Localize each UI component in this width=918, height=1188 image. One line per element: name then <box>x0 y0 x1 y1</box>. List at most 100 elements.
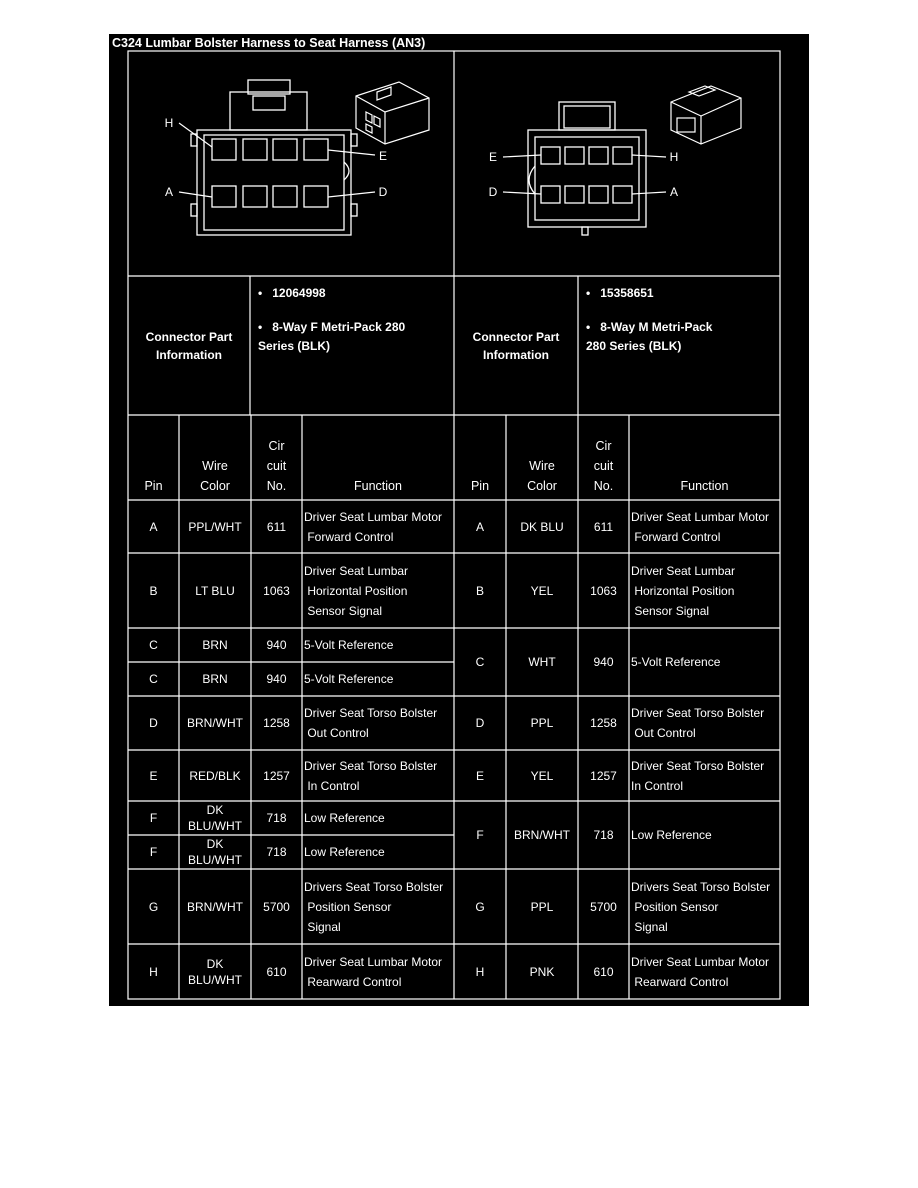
header-pin-right: Pin <box>470 479 490 493</box>
right-circuit-cell: 940 <box>593 655 614 669</box>
right-wire-color-cell: PNK <box>529 964 555 979</box>
table-grid <box>127 50 781 1000</box>
left-function-cell: 5-Volt Reference <box>304 672 394 686</box>
right-pin-cell: D <box>475 716 485 730</box>
right-function-cell: Driver Seat Torso Bolster Out Control <box>631 706 765 740</box>
left-pin-leaders <box>178 122 376 198</box>
left-label-e: E <box>378 149 387 163</box>
left-pin-cell: F <box>149 811 158 825</box>
left-wire-color-cell: PPL/WHT <box>188 519 242 534</box>
right-label-a: A <box>669 185 678 199</box>
left-wire-color-cell: BRN/WHT <box>187 899 243 914</box>
left-circuit-cell: 1258 <box>263 716 290 730</box>
left-circuit-cell: 1063 <box>263 583 290 598</box>
right-label-e: E <box>488 150 497 164</box>
left-function-cell: Driver Seat Torso Bolster In Control <box>304 758 438 793</box>
left-label-a: A <box>164 185 173 199</box>
right-circuit-cell: 1063 <box>590 583 617 598</box>
right-circuit-cell: 718 <box>593 828 614 842</box>
right-wire-color-cell: BRN/WHT <box>514 828 570 842</box>
right-circuit-cell: 611 <box>593 519 614 534</box>
left-connector-face <box>190 79 358 236</box>
right-label-d: D <box>488 185 498 199</box>
right-wire-color-cell: YEL <box>530 583 554 598</box>
page-title: C324 Lumbar Bolster Harness to Seat Harn… <box>112 36 426 50</box>
right-circuit-cell: 1258 <box>590 716 617 730</box>
right-pin-cell: C <box>475 655 485 669</box>
left-pin-cell: D <box>149 716 158 730</box>
connector-sheet: C324 Lumbar Bolster Harness to Seat Harn… <box>109 34 809 1006</box>
left-function-cell: Drivers Seat Torso Bolster Position Sens… <box>304 879 444 934</box>
right-circuit-cell: 5700 <box>590 899 617 914</box>
part-desc-right: • 8-Way M Metri-Pack <box>586 320 713 334</box>
right-label-h: H <box>669 150 679 164</box>
right-connector-icon <box>670 85 742 145</box>
left-circuit-cell: 611 <box>266 519 287 534</box>
right-wire-color-cell: PPL <box>530 716 554 730</box>
left-pin-cell: A <box>149 519 158 534</box>
left-cavities <box>211 138 329 208</box>
left-pin-cell: B <box>149 583 158 598</box>
left-circuit-cell: 718 <box>266 811 287 825</box>
right-connector-face <box>527 101 647 236</box>
right-pin-cell: F <box>476 828 484 842</box>
right-wire-color-cell: DK BLU <box>520 519 564 534</box>
left-function-cell: Driver Seat Lumbar Motor Forward Control <box>304 509 443 544</box>
left-wire-color-cell: BRN <box>202 672 228 686</box>
header-pin-left: Pin <box>144 479 163 493</box>
left-label-d: D <box>378 185 388 199</box>
left-wire-color-cell: BRN/WHT <box>187 716 243 730</box>
left-circuit-cell: 940 <box>266 638 287 652</box>
left-circuit-cell: 5700 <box>263 899 290 914</box>
part-desc-right-line2: 280 Series (BLK) <box>586 339 682 353</box>
left-wire-color-cell: BRN <box>202 638 228 652</box>
header-function-left: Function <box>354 479 402 493</box>
left-function-cell: Low Reference <box>304 845 385 859</box>
left-function-cell: 5-Volt Reference <box>304 638 394 652</box>
left-circuit-cell: 718 <box>266 845 287 859</box>
right-cavities <box>540 146 633 204</box>
part-number-right: • 15358651 <box>586 286 654 300</box>
left-wire-color-cell: LT BLU <box>195 583 235 598</box>
right-function-cell: 5-Volt Reference <box>631 655 721 669</box>
left-function-cell: Driver Seat Lumbar Horizontal Position S… <box>304 563 409 618</box>
right-pin-cell: B <box>475 583 484 598</box>
left-pin-cell: F <box>149 845 158 859</box>
right-pin-leaders <box>502 154 667 195</box>
part-number-left: • 12064998 <box>258 286 326 300</box>
left-function-cell: Driver Seat Lumbar Motor Rearward Contro… <box>304 954 443 989</box>
left-circuit-cell: 1257 <box>263 768 290 783</box>
left-function-cell: Driver Seat Torso Bolster Out Control <box>304 706 438 740</box>
part-desc-left-line2: Series (BLK) <box>258 339 331 353</box>
left-circuit-cell: 610 <box>266 964 287 979</box>
right-circuit-cell: 610 <box>593 964 614 979</box>
right-function-cell: Driver Seat Lumbar Horizontal Position S… <box>631 563 736 618</box>
left-pin-cell: G <box>148 899 159 914</box>
left-pin-cell: C <box>149 638 158 652</box>
right-pin-cell: G <box>475 899 485 914</box>
left-label-h: H <box>164 116 174 130</box>
left-pin-cell: C <box>149 672 158 686</box>
right-function-cell: Drivers Seat Torso Bolster Position Sens… <box>631 879 771 934</box>
left-pin-cell: E <box>149 768 158 783</box>
right-pin-cell: H <box>475 964 485 979</box>
right-circuit-cell: 1257 <box>590 768 617 783</box>
left-circuit-cell: 940 <box>266 672 287 686</box>
right-pin-cell: E <box>475 768 484 783</box>
header-function-right: Function <box>680 479 729 493</box>
left-pin-cell: H <box>149 964 158 979</box>
right-function-cell: Driver Seat Lumbar Motor Rearward Contro… <box>631 954 770 989</box>
left-wire-color-cell: RED/BLK <box>189 768 241 783</box>
right-function-cell: Driver Seat Lumbar Motor Forward Control <box>631 509 770 544</box>
part-desc-left: • 8-Way F Metri-Pack 280 <box>258 320 406 334</box>
